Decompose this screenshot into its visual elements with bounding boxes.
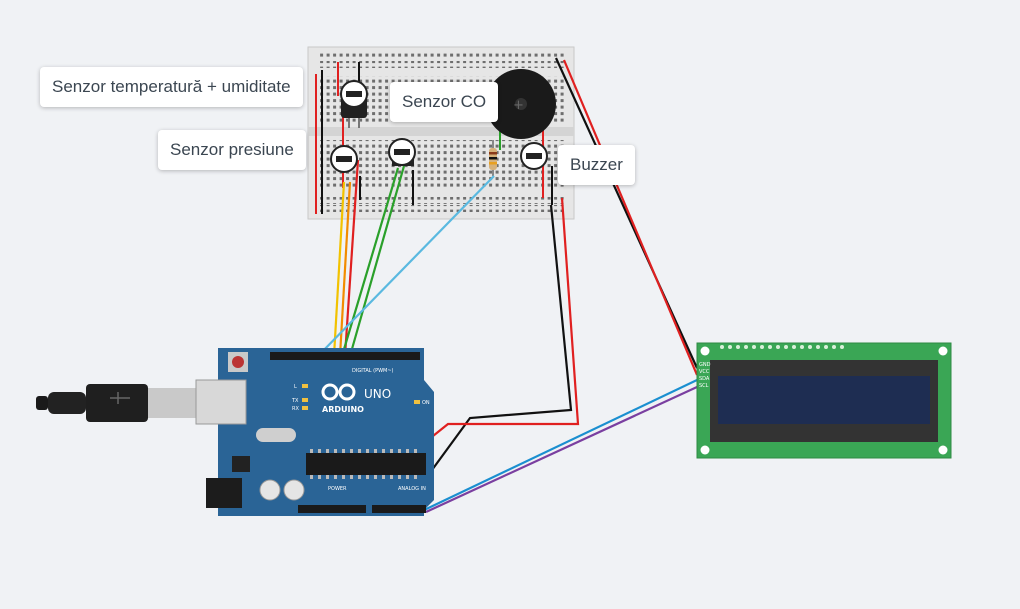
callout-temp-humidity: Senzor temperatură + umiditate (40, 67, 303, 107)
analog-header-label: ANALOG IN (398, 486, 426, 492)
arduino-logo (321, 383, 356, 401)
callout-pressure: Senzor presiune (158, 130, 306, 170)
svg-text:+: + (513, 98, 524, 113)
lcd-pin-sda: SDA (699, 376, 710, 382)
lcd-pin-gnd: GND (699, 362, 711, 368)
led-tx-label: TX (291, 398, 299, 404)
marker-co[interactable] (388, 138, 416, 166)
callout-co: Senzor CO (390, 82, 499, 122)
lcd-pin-vcc: VCC (699, 369, 710, 375)
digital-header-label: DIGITAL (PWM~) (352, 368, 394, 374)
buzzer-component: + (486, 69, 556, 139)
led-l-label: L (294, 384, 297, 390)
on-led-label: ON (422, 400, 430, 406)
power-header-label: POWER (328, 486, 347, 492)
led-rx-label: RX (292, 406, 299, 412)
marker-temp-humidity[interactable] (340, 80, 368, 108)
lcd-pin-scl: SCL (699, 383, 709, 389)
lcd-display (696, 342, 952, 459)
marker-pressure[interactable] (330, 145, 358, 173)
annotation-markers (330, 80, 548, 173)
resistor (489, 140, 497, 176)
marker-buzzer[interactable] (520, 142, 548, 170)
arduino-uno-board (195, 348, 434, 516)
callout-buzzer: Buzzer (558, 145, 635, 185)
arduino-brand-label: ARDUINO (322, 405, 364, 414)
arduino-model-label: UNO (364, 387, 391, 401)
